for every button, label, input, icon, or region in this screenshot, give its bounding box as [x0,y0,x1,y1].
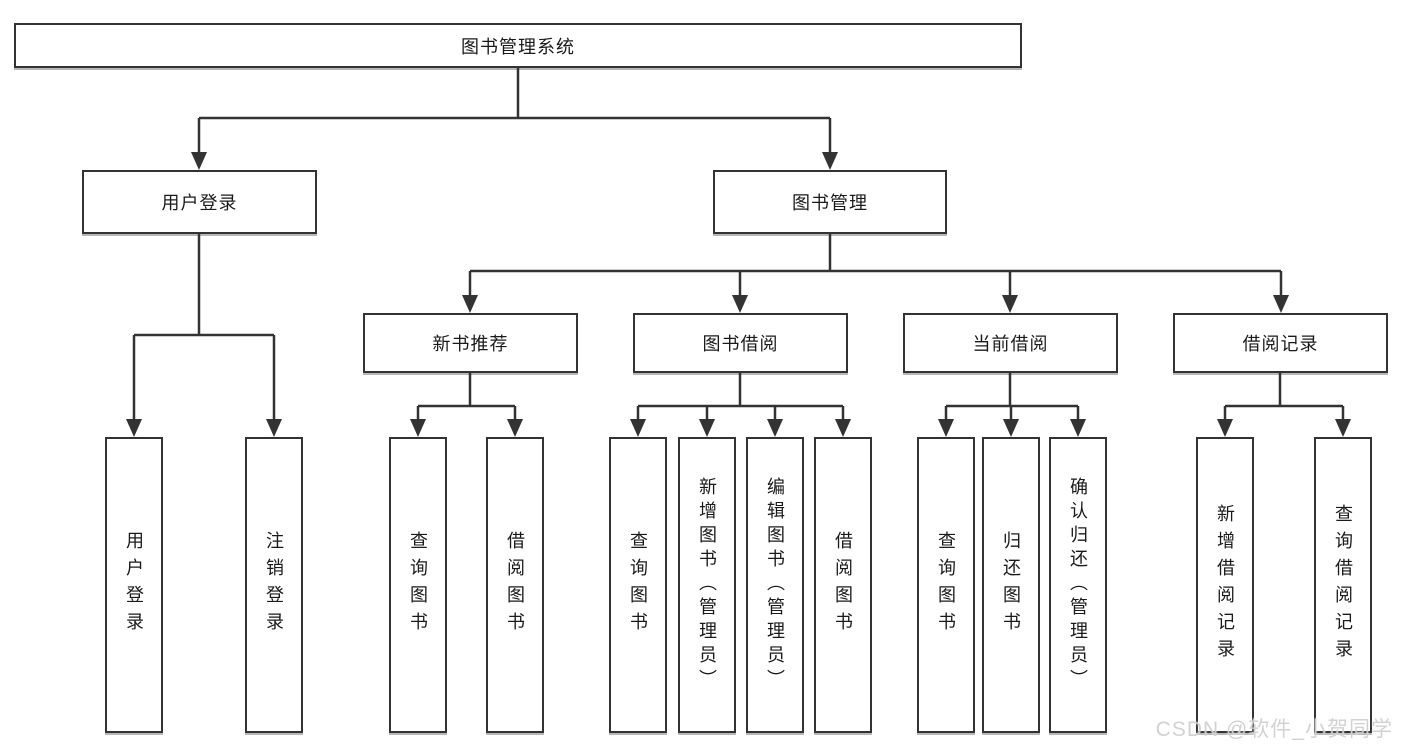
leaf-add-borrow-record: 新增借阅记录 [1196,437,1254,733]
leaf-current-query-book: 查询图书 [917,437,975,733]
node-new-book-recommend-label: 新书推荐 [432,334,509,354]
leaf-recommend-borrow-book-label: 借阅图书 [505,531,525,639]
node-book-borrow: 图书借阅 [633,313,848,373]
watermark: CSDN @软件_小贺同学 [1155,718,1393,741]
leaf-recommend-borrow-book: 借阅图书 [486,437,544,733]
leaf-borrow-book: 借阅图书 [814,437,872,733]
leaf-add-book-admin: 新增图书（管理员） [678,437,736,733]
leaf-borrow-query-book-label: 查询图书 [628,531,648,639]
node-book-management-label: 图书管理 [792,193,868,213]
node-user-login: 用户登录 [82,170,317,234]
node-current-borrow: 当前借阅 [903,313,1118,373]
leaf-current-query-book-label: 查询图书 [936,531,956,639]
leaf-edit-book-admin-label: 编辑图书（管理员） [765,477,785,693]
leaf-return-book-label: 归还图书 [1001,531,1021,639]
leaf-user-login-label: 用户登录 [124,531,144,639]
node-user-login-label: 用户登录 [161,193,238,213]
leaf-logout-label: 注销登录 [264,531,284,639]
node-book-management: 图书管理 [713,170,947,234]
arrowheads [126,152,1351,437]
leaf-edit-book-admin: 编辑图书（管理员） [746,437,804,733]
leaf-recommend-query-book: 查询图书 [389,437,447,733]
node-borrow-records: 借阅记录 [1173,313,1388,373]
leaf-borrow-book-label: 借阅图书 [833,531,853,639]
leaf-user-login: 用户登录 [105,437,163,733]
leaf-add-book-admin-label: 新增图书（管理员） [697,477,717,693]
leaf-borrow-query-book: 查询图书 [609,437,667,733]
leaf-confirm-return-admin-label: 确认归还（管理员） [1068,477,1088,693]
node-book-borrow-label: 图书借阅 [702,334,779,354]
leaf-return-book: 归还图书 [982,437,1040,733]
node-borrow-records-label: 借阅记录 [1242,334,1319,354]
leaf-add-borrow-record-label: 新增借阅记录 [1215,504,1235,666]
node-current-borrow-label: 当前借阅 [972,334,1049,354]
leaf-query-borrow-record-label: 查询借阅记录 [1333,504,1353,666]
node-new-book-recommend: 新书推荐 [363,313,578,373]
node-root-system: 图书管理系统 [14,23,1022,68]
node-root-label: 图书管理系统 [461,36,575,57]
leaf-recommend-query-book-label: 查询图书 [408,531,428,639]
leaf-query-borrow-record: 查询借阅记录 [1314,437,1372,733]
leaf-logout: 注销登录 [245,437,303,733]
leaf-confirm-return-admin: 确认归还（管理员） [1049,437,1107,733]
